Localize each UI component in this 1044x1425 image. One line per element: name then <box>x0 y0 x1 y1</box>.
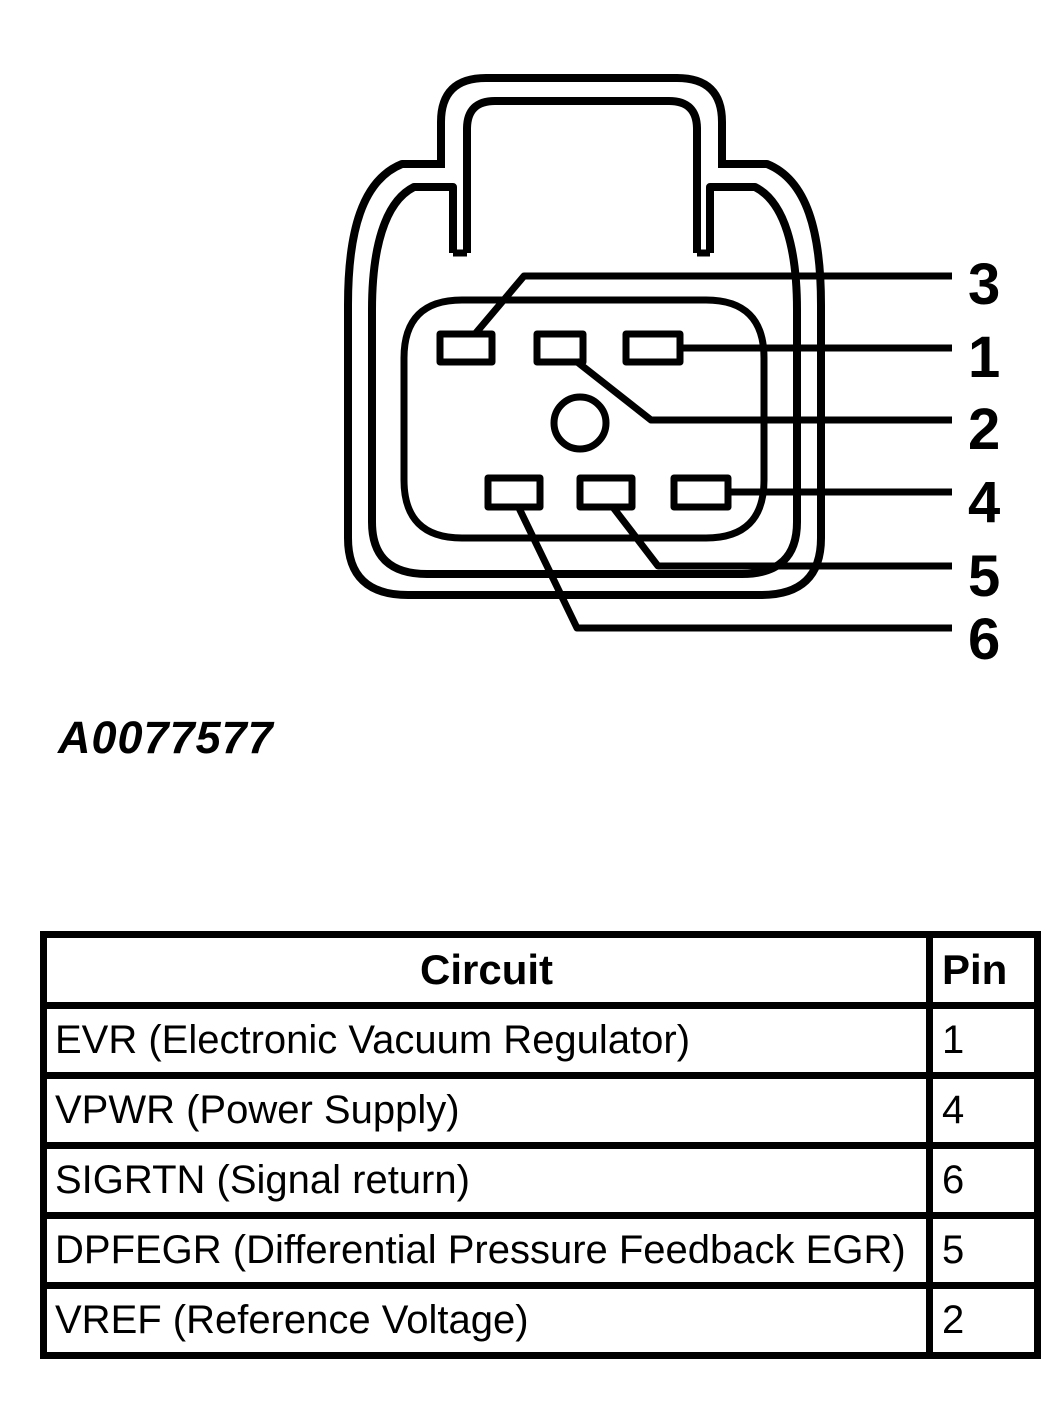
leader-line-pin-6 <box>514 504 952 632</box>
pin-cell: 1 <box>926 1002 1041 1079</box>
connector-pinout-diagram: 3 1 2 4 5 6 <box>344 74 1000 672</box>
circuit-pin-table: Circuit Pin EVR (Electronic Vacuum Regul… <box>40 931 1041 1359</box>
terminal-slot-pin-6 <box>484 474 544 511</box>
pin-cell: 2 <box>926 1282 1041 1359</box>
callout-pin-3: 3 <box>968 252 1000 317</box>
terminal-slot-pin-5 <box>576 474 636 511</box>
lock-tab-outer-outline <box>437 74 726 168</box>
pin-cell: 6 <box>926 1142 1041 1219</box>
callout-pin-2: 2 <box>968 397 1000 462</box>
figure-id-label: A0077577 <box>58 712 274 763</box>
table-row: VREF (Reference Voltage) 2 <box>40 1282 1041 1359</box>
circuit-cell: DPFEGR (Differential Pressure Feedback E… <box>40 1212 933 1289</box>
table-row: SIGRTN (Signal return) 6 <box>40 1142 1041 1219</box>
pin-cell: 5 <box>926 1212 1041 1289</box>
callout-pin-4: 4 <box>968 470 1000 535</box>
table-row: EVR (Electronic Vacuum Regulator) 1 <box>40 1002 1041 1079</box>
callout-pin-5: 5 <box>968 544 1000 609</box>
leader-line-pin-2 <box>573 358 952 424</box>
column-header-pin: Pin <box>926 931 1041 1009</box>
lock-tab-inner-outline <box>463 97 701 253</box>
terminal-slot-pin-3 <box>436 330 496 366</box>
terminal-cavity-outline <box>400 296 768 542</box>
callout-pin-1: 1 <box>968 325 1000 390</box>
leader-line-pin-5 <box>609 503 952 570</box>
table-row: VPWR (Power Supply) 4 <box>40 1072 1041 1149</box>
callout-pin-6: 6 <box>968 607 1000 672</box>
leader-line-pin-3 <box>472 272 952 337</box>
pin-cell: 4 <box>926 1072 1041 1149</box>
column-header-circuit: Circuit <box>40 931 933 1009</box>
terminal-slot-pin-4 <box>670 474 732 511</box>
terminal-slot-pin-2 <box>533 330 587 366</box>
center-guide-hole <box>550 393 610 453</box>
circuit-cell: EVR (Electronic Vacuum Regulator) <box>40 1002 933 1079</box>
terminal-slot-pin-1 <box>622 330 684 366</box>
table-header-row: Circuit Pin <box>40 931 1041 1009</box>
circuit-cell: VREF (Reference Voltage) <box>40 1282 933 1359</box>
circuit-cell: SIGRTN (Signal return) <box>40 1142 933 1219</box>
connector-outer-shell <box>344 160 825 599</box>
circuit-cell: VPWR (Power Supply) <box>40 1072 933 1149</box>
table-row: DPFEGR (Differential Pressure Feedback E… <box>40 1212 1041 1289</box>
connector-inner-shell <box>368 183 801 578</box>
